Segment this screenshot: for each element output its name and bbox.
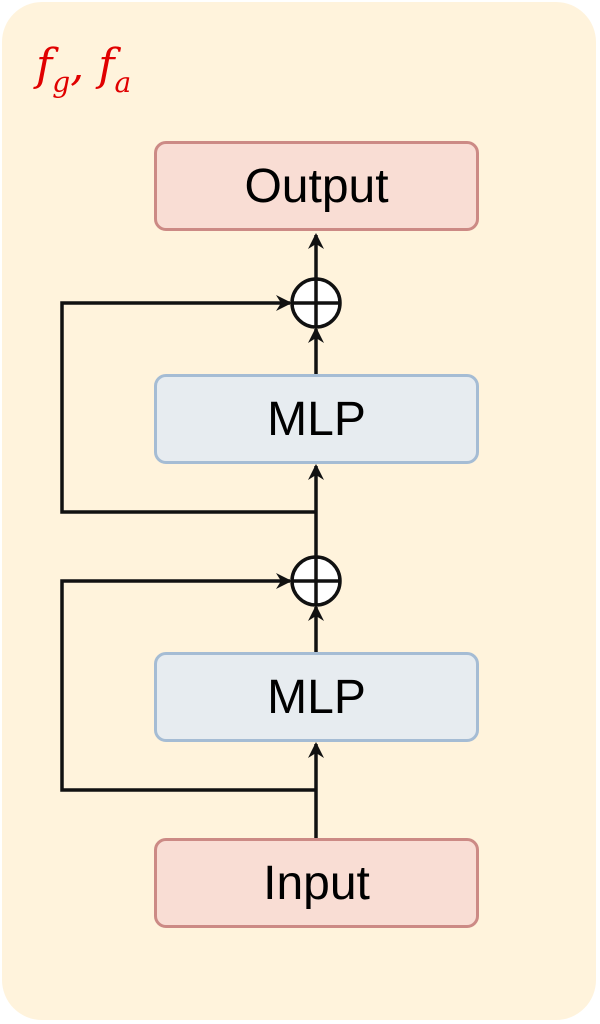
title-sep: ,	[70, 40, 99, 91]
skip-connection-bottom	[60, 573, 316, 792]
title-f1: f	[36, 40, 53, 91]
add-circle-icon	[290, 555, 342, 607]
mlp-node-bottom: MLP	[154, 652, 479, 742]
skip-connection-top	[60, 295, 316, 514]
input-node: Input	[154, 838, 479, 928]
title-sub-a: a	[114, 66, 132, 99]
mlp-node-top: MLP	[154, 374, 479, 464]
output-node: Output	[154, 141, 479, 231]
title-f2: f	[98, 40, 115, 91]
diagram-title: fg, fa	[36, 44, 131, 97]
add-circle-icon	[290, 277, 342, 329]
title-sub-g: g	[52, 66, 71, 99]
